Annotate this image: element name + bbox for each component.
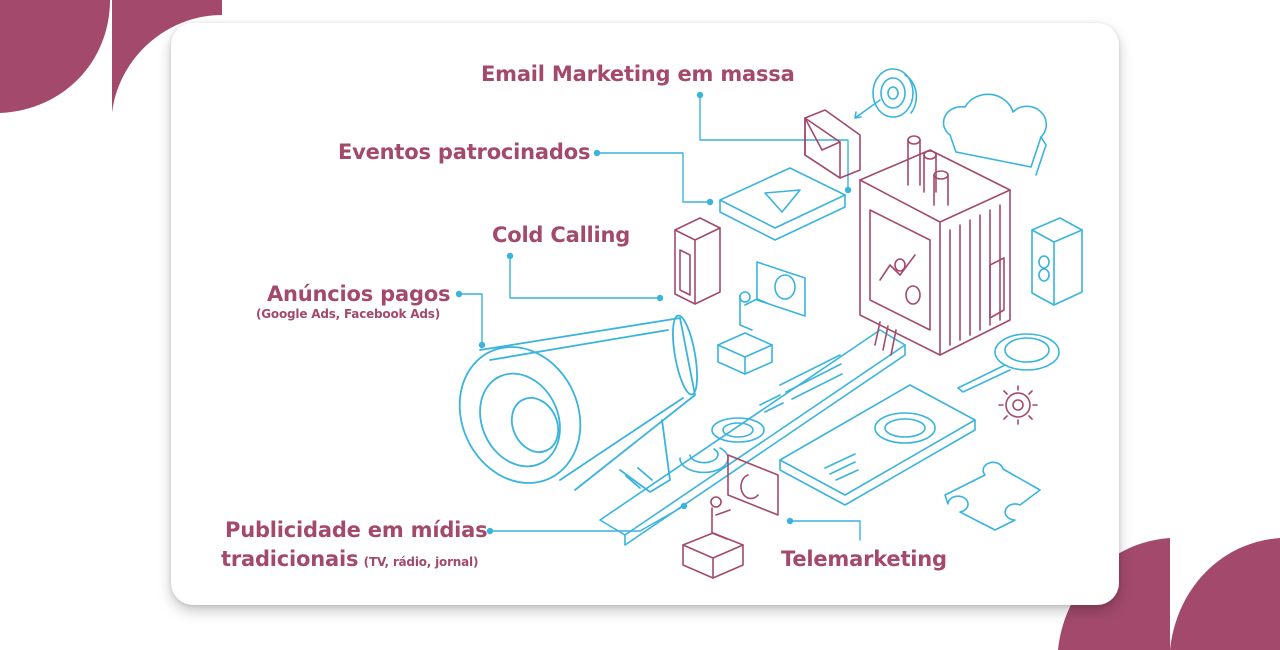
chip-icon (1031, 217, 1083, 306)
label-publicidade-line1: Publicidade em mídias (225, 518, 488, 542)
megaphone-icon (458, 314, 698, 493)
phone-icon (779, 384, 976, 506)
label-telemarketing: Telemarketing (781, 547, 947, 571)
cloud-icon (942, 93, 1048, 176)
envelope-icon (804, 109, 861, 179)
person-laptop-icon (717, 261, 806, 375)
magnifier-icon (957, 333, 1060, 393)
label-cold-calling: Cold Calling (492, 223, 631, 247)
person-desk-icon (682, 454, 779, 579)
server-building-icon (859, 135, 1011, 356)
connector-dots (455, 91, 852, 535)
label-anuncios-pagos: Anúncios pagos (267, 282, 451, 306)
label-publicidade-line2: tradicionais (TV, rádio, jornal) (221, 547, 478, 571)
label-anuncios-sub: (Google Ads, Facebook Ads) (256, 307, 440, 321)
content-card (171, 23, 1119, 605)
platform-strip (599, 329, 906, 546)
label-publicidade-sub: (TV, rádio, jornal) (363, 555, 479, 569)
video-player-icon (719, 167, 846, 241)
target-icon (854, 68, 918, 119)
label-eventos-patrocinados: Eventos patrocinados (338, 140, 591, 164)
corner-decoration-top-left (0, 0, 222, 113)
puzzle-icon (944, 461, 1041, 531)
battery-icon (674, 217, 721, 305)
label-publicidade-tradicionais: tradicionais (221, 547, 359, 571)
label-email-marketing: Email Marketing em massa (481, 62, 795, 86)
gear-icon (998, 385, 1038, 425)
gauge-icon (679, 447, 729, 474)
